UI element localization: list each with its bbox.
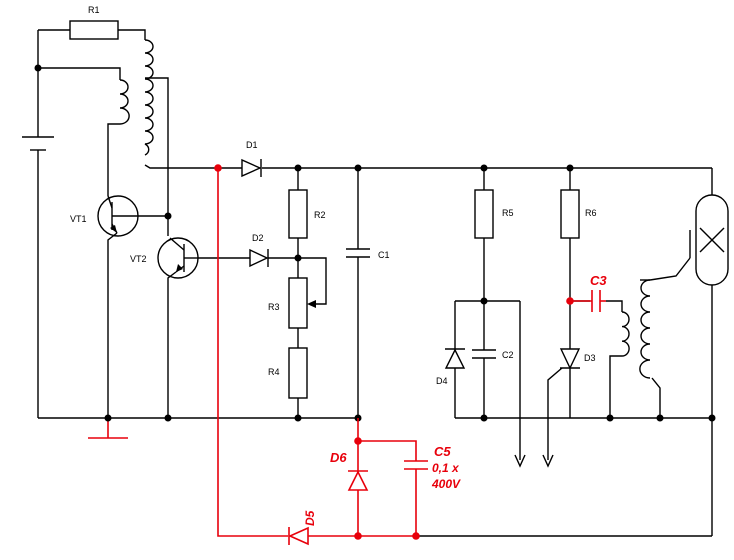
label-vt1: VT1 xyxy=(70,214,87,224)
capacitor-c2 xyxy=(472,349,496,359)
primary-winding xyxy=(144,39,154,156)
output-arrow-2 xyxy=(542,454,554,468)
diode-d2 xyxy=(249,248,269,268)
capacitor-c3 xyxy=(570,290,606,312)
resistor-r2 xyxy=(288,189,308,239)
black-wiring xyxy=(37,29,713,537)
label-c1: C1 xyxy=(378,250,390,260)
resistor-r4 xyxy=(288,347,308,399)
diode-d3 xyxy=(559,348,581,370)
resistor-r5 xyxy=(474,189,494,239)
label-r1: R1 xyxy=(88,5,100,15)
transistor-vt1 xyxy=(97,195,139,237)
capacitor-c1 xyxy=(346,248,370,258)
label-r3: R3 xyxy=(268,302,280,312)
label-c5-value-1: 0,1 x xyxy=(432,461,460,475)
label-vt2: VT2 xyxy=(130,254,147,264)
resistor-r1 xyxy=(69,20,119,40)
resistor-r6 xyxy=(560,189,580,239)
diode-d5 xyxy=(288,526,309,546)
label-c3: C3 xyxy=(590,273,607,288)
diode-d4 xyxy=(444,348,466,369)
secondary-winding-small xyxy=(621,311,630,357)
red-junction-dots xyxy=(214,164,574,540)
capacitor-c5 xyxy=(404,460,428,470)
feedback-winding xyxy=(119,79,130,125)
label-d2: D2 xyxy=(252,233,264,243)
output-winding xyxy=(639,279,651,379)
label-d5: D5 xyxy=(303,510,317,526)
output-arrow-1 xyxy=(514,454,526,468)
label-r6: R6 xyxy=(585,208,597,218)
label-d6: D6 xyxy=(330,450,347,465)
diode-d1 xyxy=(241,158,262,178)
diode-d6 xyxy=(347,470,369,491)
label-d3: D3 xyxy=(584,353,596,363)
potentiometer-r3 xyxy=(288,277,316,329)
label-c2: C2 xyxy=(502,350,514,360)
label-c5-value-2: 400V xyxy=(431,477,461,491)
label-d1: D1 xyxy=(246,140,258,150)
junction-dots xyxy=(34,64,716,422)
label-d4: D4 xyxy=(436,376,448,386)
battery xyxy=(22,136,54,151)
transistor-vt2 xyxy=(157,237,199,279)
red-wiring xyxy=(217,168,417,537)
label-r2: R2 xyxy=(314,210,326,220)
lamp xyxy=(695,194,729,286)
label-r5: R5 xyxy=(502,208,514,218)
label-r4: R4 xyxy=(268,367,280,377)
label-c5: C5 xyxy=(434,444,451,459)
